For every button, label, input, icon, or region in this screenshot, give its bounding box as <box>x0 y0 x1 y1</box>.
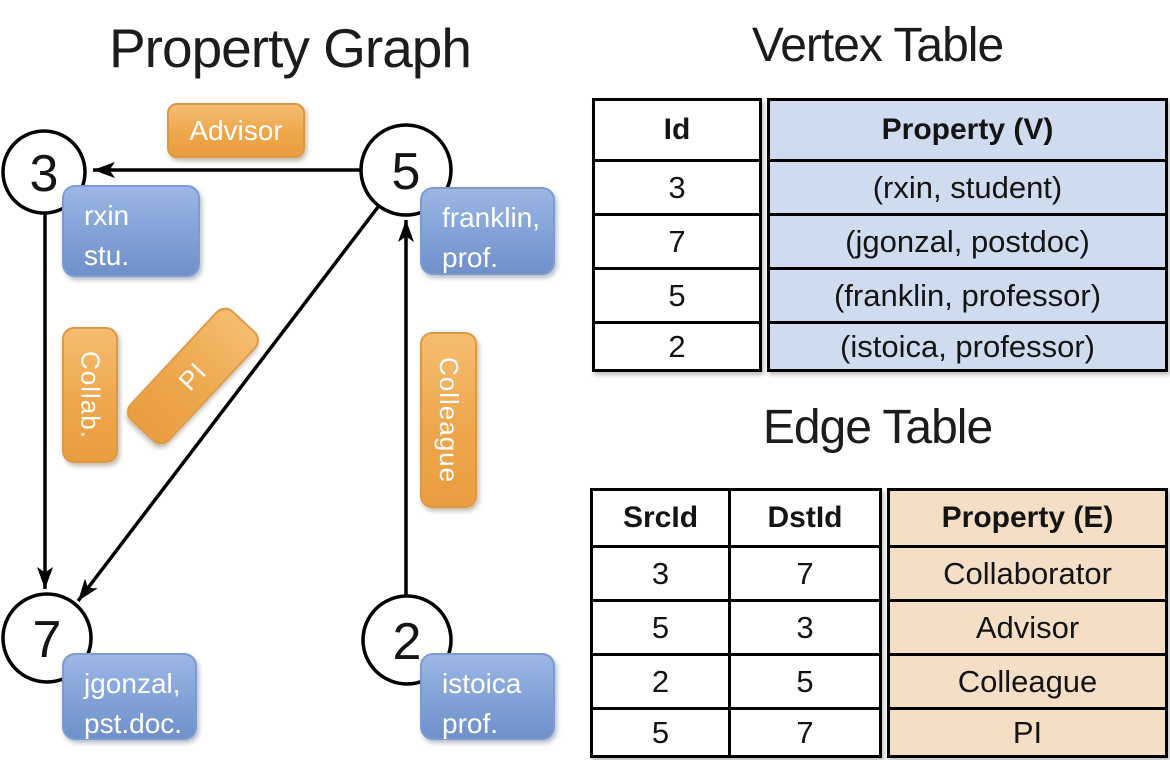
node-3-property-line2: stu. <box>84 239 130 271</box>
colleague-edge-label-text: Colleague <box>434 356 464 484</box>
edge-table-property-column: Property (E) Collaborator Advisor Collea… <box>887 488 1168 758</box>
edge-table-id-columns: SrcId DstId 3 7 5 3 2 5 5 7 <box>590 488 882 758</box>
vertex-table-title: Vertex Table <box>751 19 1004 72</box>
node-5-property-line2: prof. <box>442 241 499 273</box>
property-graph-title: Property Graph <box>108 17 472 79</box>
edge-5-to-7 <box>76 205 380 603</box>
colleague-edge-label: Colleague <box>420 332 477 508</box>
node-5-property-box: franklin, prof. <box>420 187 555 275</box>
edge-table-dstid-cell: 3 <box>728 599 879 653</box>
edge-table-srcid-cell: 5 <box>593 707 728 755</box>
edge-table-header-srcid: SrcId <box>622 501 699 534</box>
vertex-table-id-cell: 2 <box>595 321 759 369</box>
node-5-id: 5 <box>392 143 421 201</box>
edge-table-srcid-cell: 3 <box>593 545 728 599</box>
edge-table-header-property: Property (E) <box>941 501 1114 534</box>
vertex-table-property-cell: (istoica, professor) <box>770 321 1165 369</box>
node-2-property-line2: prof. <box>442 707 499 739</box>
advisor-edge-label: Advisor <box>167 103 305 158</box>
vertex-table-property-cell: (jgonzal, postdoc) <box>770 213 1165 267</box>
edge-table-srcid-cell: 2 <box>593 653 728 707</box>
node-7-property-line2: pst.doc. <box>84 707 183 739</box>
edge-table-header-dstid: DstId <box>728 491 879 545</box>
node-3-property-line1: rxin <box>84 200 130 231</box>
edge-table-property-cell: Advisor <box>890 599 1165 653</box>
edge-table-dstid-cell: 7 <box>728 707 879 755</box>
edge-table-srcid-cell: 5 <box>593 599 728 653</box>
advisor-edge-label-text: Advisor <box>189 114 283 146</box>
node-2-property-line1: istoica <box>442 668 522 699</box>
vertex-table-header-property: Property (V) <box>881 113 1054 146</box>
edge-table-dstid-cell: 5 <box>728 653 879 707</box>
vertex-table-header-id: Id <box>663 113 691 146</box>
node-3-property-box: rxin stu. <box>62 185 200 277</box>
vertex-table-id-cell: 5 <box>595 267 759 321</box>
node-2-id: 2 <box>393 613 422 671</box>
node-7-property-box: jgonzal, pst.doc. <box>62 653 197 740</box>
node-3-id: 3 <box>30 145 59 203</box>
vertex-table-property-cell: (rxin, student) <box>770 159 1165 213</box>
node-7-property-line1: jgonzal, <box>84 668 181 699</box>
vertex-table-id-cell: 3 <box>595 159 759 213</box>
node-5-property-line1: franklin, <box>442 202 541 233</box>
edge-table-dstid-cell: 7 <box>728 545 879 599</box>
edge-table-title: Edge Table <box>762 401 993 454</box>
collab-edge-label: Collab. <box>62 327 118 463</box>
edge-table-property-cell: Colleague <box>890 653 1165 707</box>
edge-table-property-cell: Collaborator <box>890 545 1165 599</box>
vertex-table-property-cell: (franklin, professor) <box>770 267 1165 321</box>
vertex-table-property-column: Property (V) (rxin, student) (jgonzal, p… <box>767 98 1168 372</box>
node-2-property-box: istoica prof. <box>420 653 555 740</box>
node-7-id: 7 <box>33 611 62 669</box>
vertex-table-id-cell: 7 <box>595 213 759 267</box>
collab-edge-label-text: Collab. <box>75 351 106 439</box>
pi-edge-label-text: PI <box>172 355 213 396</box>
edge-table-property-cell: PI <box>890 707 1165 755</box>
vertex-table-id-column: Id 3 7 5 2 <box>592 98 762 372</box>
